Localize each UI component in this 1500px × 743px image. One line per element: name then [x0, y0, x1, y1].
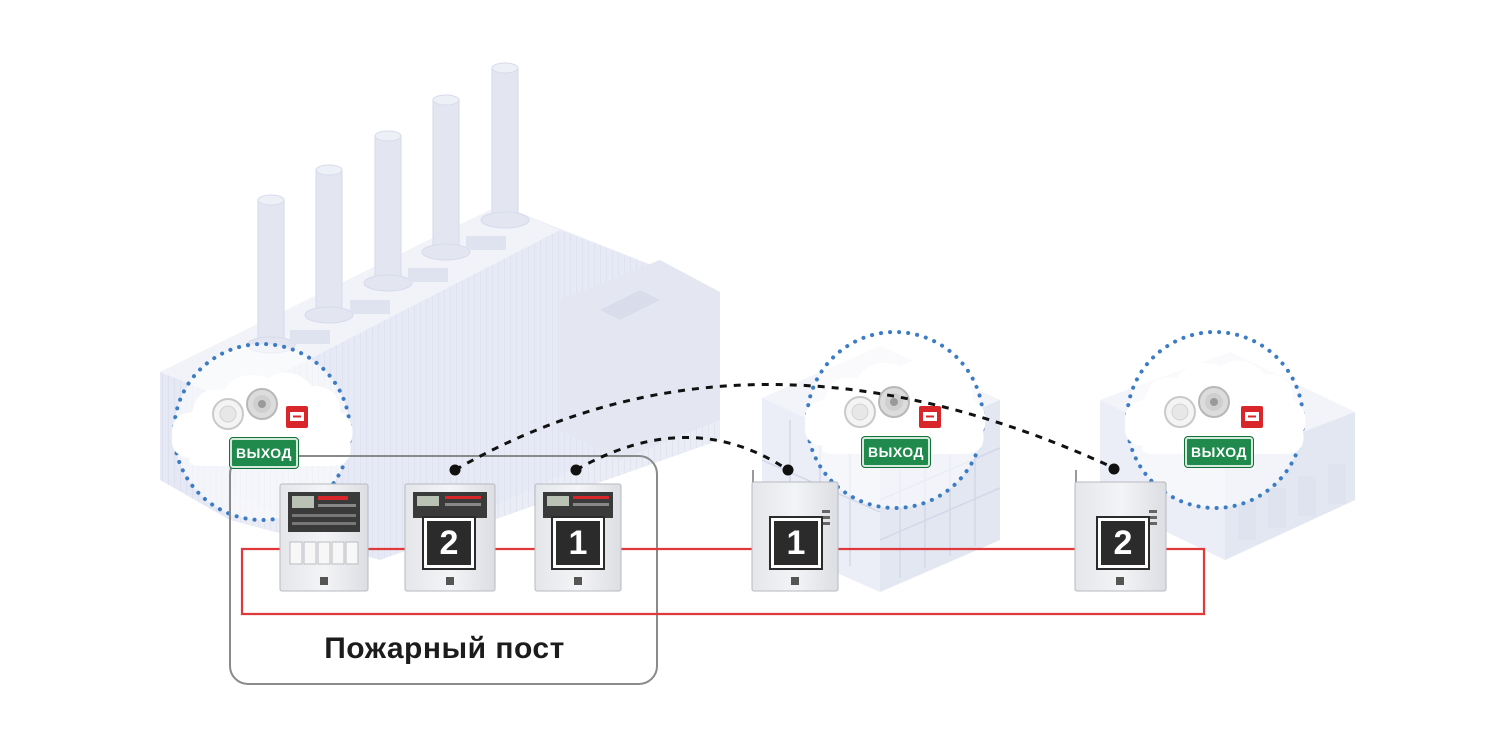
manual-call-point-icon — [1241, 406, 1263, 428]
antenna-dot — [782, 464, 794, 476]
repeater-number-badge: 1 — [551, 516, 605, 570]
smoke-detector-icon — [1164, 396, 1196, 428]
chimneys — [246, 62, 530, 354]
fire-post-frame — [229, 455, 658, 685]
wireless-link-2 — [454, 383, 1115, 472]
smoke-detector-icon — [212, 398, 244, 430]
repeater-number-badge: 2 — [422, 516, 476, 570]
sounder-icon — [1198, 386, 1230, 418]
antenna-dot — [1108, 463, 1120, 475]
antenna-dot — [570, 464, 582, 476]
exit-sign: ВЫХОД — [862, 437, 930, 467]
wireless-link-1 — [575, 436, 789, 472]
sounder-icon — [878, 386, 910, 418]
control-panel-icon[interactable] — [279, 483, 369, 592]
smoke-detector-icon — [844, 396, 876, 428]
exit-sign: ВЫХОД — [1185, 437, 1253, 467]
remote-unit-number-badge: 1 — [769, 516, 823, 570]
fire-post-caption: Пожарный пост — [324, 632, 565, 665]
remote-unit-number-badge: 2 — [1096, 516, 1150, 570]
wireless-links — [454, 383, 1115, 472]
antenna-dot — [449, 464, 461, 476]
exit-sign: ВЫХОД — [230, 438, 298, 468]
loop-line — [240, 547, 1206, 616]
manual-call-point-icon — [919, 406, 941, 428]
sounder-icon — [246, 388, 278, 420]
manual-call-point-icon — [286, 406, 308, 428]
